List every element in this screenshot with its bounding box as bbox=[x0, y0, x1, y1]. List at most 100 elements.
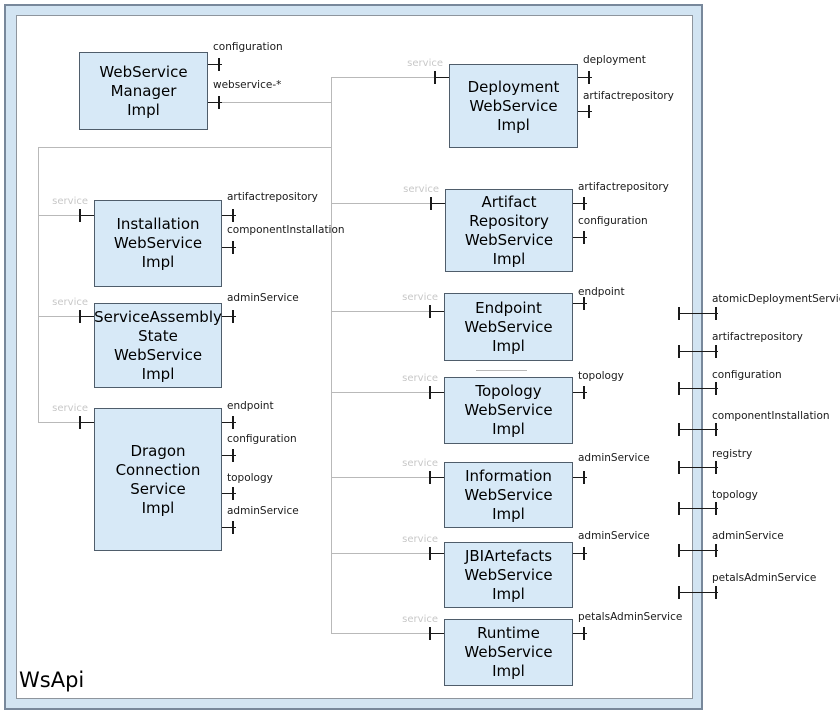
frame-port-tick-icon bbox=[678, 345, 680, 358]
component-label: JBIArtefacts WebService Impl bbox=[464, 546, 553, 603]
service-port-stub bbox=[435, 77, 449, 78]
service-port-label: service bbox=[402, 458, 438, 469]
wsapi-frame-label: WsApi bbox=[19, 668, 85, 692]
service-port-label: service bbox=[402, 534, 438, 545]
service-port-label: service bbox=[52, 403, 88, 414]
frame-port-tick-icon bbox=[715, 502, 717, 515]
frame-port-tick-icon bbox=[678, 502, 680, 515]
service-connector-line bbox=[331, 633, 430, 634]
component-webservice-manager-impl[interactable]: WebService Manager Impl bbox=[79, 52, 208, 130]
frame-port-tick-icon bbox=[678, 461, 680, 474]
service-connector-line bbox=[38, 215, 80, 216]
interface-port-stub bbox=[578, 77, 592, 78]
interface-port-stub bbox=[573, 633, 587, 634]
component-endpoint-webservice-impl[interactable]: Endpoint WebService Impl bbox=[444, 293, 573, 361]
service-port-label: service bbox=[407, 58, 443, 69]
connector-line bbox=[476, 370, 527, 371]
service-port-stub bbox=[430, 392, 444, 393]
component-deployment-webservice-impl[interactable]: Deployment WebService Impl bbox=[449, 64, 578, 148]
frame-port-line bbox=[679, 429, 718, 430]
service-connector-line bbox=[331, 477, 430, 478]
component-label: Information WebService Impl bbox=[464, 466, 553, 523]
interface-label: configuration bbox=[213, 41, 283, 53]
component-serviceassembly-state-webservice-impl[interactable]: ServiceAssembly State WebService Impl bbox=[94, 303, 222, 388]
frame-port-tick-icon bbox=[715, 461, 717, 474]
service-connector-line bbox=[331, 553, 430, 554]
service-port-stub bbox=[430, 311, 444, 312]
interface-port-stub bbox=[222, 493, 236, 494]
service-port-tick-icon bbox=[434, 71, 436, 84]
service-port-tick-icon bbox=[429, 627, 431, 640]
service-connector-line bbox=[331, 203, 431, 204]
interface-label: topology bbox=[227, 472, 273, 484]
service-port-tick-icon bbox=[79, 416, 81, 429]
interface-port-tick-icon bbox=[588, 71, 590, 84]
service-port-tick-icon bbox=[429, 471, 431, 484]
component-label: Topology WebService Impl bbox=[464, 382, 553, 438]
interface-port-tick-icon bbox=[218, 96, 220, 109]
service-connector-line bbox=[331, 311, 430, 312]
interface-label: configuration bbox=[227, 433, 297, 445]
component-information-webservice-impl[interactable]: Information WebService Impl bbox=[444, 462, 573, 528]
component-label: Endpoint WebService Impl bbox=[464, 298, 553, 355]
frame-port-line bbox=[679, 467, 718, 468]
service-connector-line bbox=[331, 392, 430, 393]
component-label: Deployment WebService Impl bbox=[467, 77, 560, 134]
component-label: Runtime WebService Impl bbox=[464, 624, 553, 680]
interface-port-tick-icon bbox=[232, 209, 234, 222]
interface-port-stub bbox=[208, 64, 222, 65]
interface-label: configuration bbox=[578, 215, 648, 227]
service-port-tick-icon bbox=[79, 310, 81, 323]
interface-port-tick-icon bbox=[232, 521, 234, 534]
component-label: ServiceAssembly State WebService Impl bbox=[94, 307, 222, 383]
interface-port-tick-icon bbox=[583, 297, 585, 310]
interface-port-tick-icon bbox=[232, 449, 234, 462]
interface-port-stub bbox=[573, 203, 587, 204]
frame-port-line bbox=[679, 313, 718, 314]
frame-port-tick-icon bbox=[715, 586, 717, 599]
frame-port-line bbox=[679, 508, 718, 509]
interface-label: adminService bbox=[227, 292, 299, 304]
frame-port-line bbox=[679, 592, 718, 593]
component-artifact-repository-webservice-impl[interactable]: Artifact Repository WebService Impl bbox=[445, 189, 573, 272]
service-port-label: service bbox=[52, 196, 88, 207]
component-dragon-connection-service-impl[interactable]: Dragon Connection Service Impl bbox=[94, 408, 222, 551]
interface-label: adminService bbox=[578, 452, 650, 464]
frame-port-label: adminService bbox=[712, 530, 784, 542]
service-port-label: service bbox=[402, 614, 438, 625]
interface-port-stub bbox=[573, 303, 587, 304]
component-installation-webservice-impl[interactable]: Installation WebService Impl bbox=[94, 200, 222, 287]
service-port-stub bbox=[430, 553, 444, 554]
service-port-stub bbox=[80, 215, 94, 216]
interface-label: adminService bbox=[578, 530, 650, 542]
frame-port-label: registry bbox=[712, 448, 753, 460]
interface-label: petalsAdminService bbox=[578, 611, 683, 623]
interface-port-stub bbox=[578, 111, 592, 112]
connector-line bbox=[38, 147, 39, 422]
interface-label: artifactrepository bbox=[227, 191, 318, 203]
frame-port-label: petalsAdminService bbox=[712, 572, 817, 584]
interface-label: artifactrepository bbox=[583, 90, 674, 102]
frame-port-tick-icon bbox=[678, 586, 680, 599]
connector-line bbox=[38, 147, 331, 148]
frame-port-tick-icon bbox=[678, 382, 680, 395]
interface-port-tick-icon bbox=[232, 241, 234, 254]
component-jbiartefacts-webservice-impl[interactable]: JBIArtefacts WebService Impl bbox=[444, 542, 573, 608]
frame-port-line bbox=[679, 550, 718, 551]
interface-port-stub bbox=[222, 215, 236, 216]
service-port-tick-icon bbox=[429, 547, 431, 560]
service-port-tick-icon bbox=[430, 197, 432, 210]
interface-port-stub bbox=[573, 237, 587, 238]
interface-port-stub bbox=[573, 553, 587, 554]
interface-label: topology bbox=[578, 370, 624, 382]
service-port-stub bbox=[431, 203, 445, 204]
component-topology-webservice-impl[interactable]: Topology WebService Impl bbox=[444, 377, 573, 444]
interface-port-tick-icon bbox=[583, 231, 585, 244]
interface-port-stub bbox=[222, 316, 236, 317]
service-port-label: service bbox=[52, 297, 88, 308]
component-runtime-webservice-impl[interactable]: Runtime WebService Impl bbox=[444, 619, 573, 686]
component-label: WebService Manager Impl bbox=[99, 62, 188, 119]
service-connector-line bbox=[38, 422, 80, 423]
service-port-label: service bbox=[402, 373, 438, 384]
interface-port-tick-icon bbox=[232, 310, 234, 323]
